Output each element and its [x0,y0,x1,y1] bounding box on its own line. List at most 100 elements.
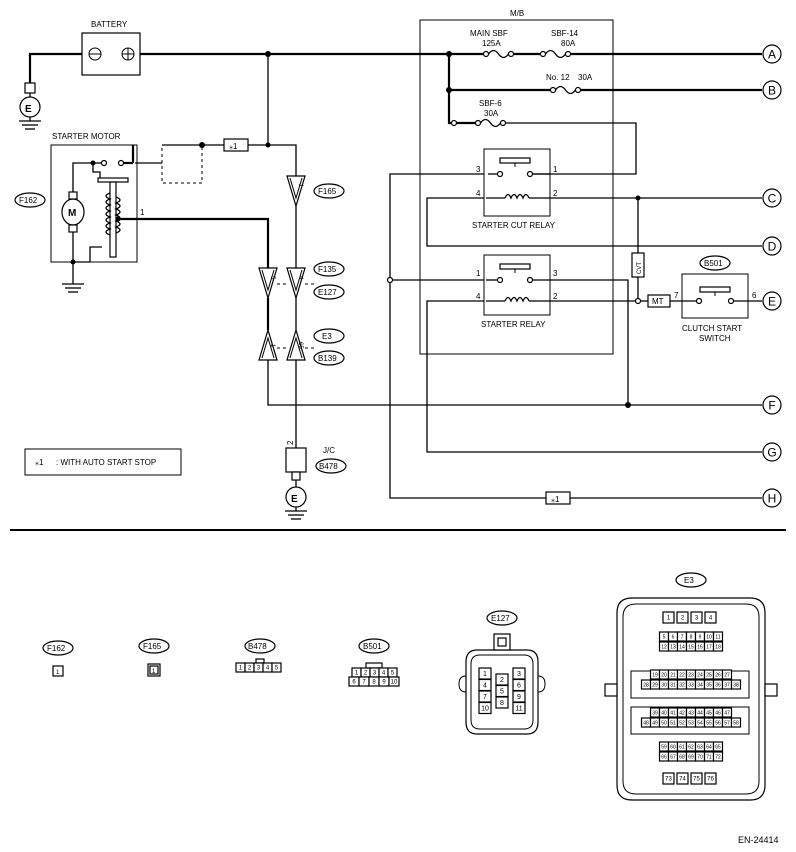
svg-text:G: G [767,446,776,460]
connector-pin-cell: 41 [667,707,679,718]
auto-stop-option-box [161,144,203,184]
connector-pin-cell: 8 [495,696,509,709]
ground-e-label: E [25,104,32,115]
svg-text:6: 6 [352,680,356,686]
ground-e-jc: E [285,486,307,520]
connector-pin-cell: 27 [721,669,733,680]
svg-text:59: 59 [661,744,667,750]
note-mark-top: ⁎1 [229,142,238,151]
svg-text:50: 50 [661,720,667,726]
svg-text:19: 19 [652,672,658,678]
connector-pin-cell: 8 [685,631,697,642]
svg-text:5: 5 [269,276,275,280]
connector-pin-cell: 19 [649,669,661,680]
svg-text:6: 6 [672,634,675,640]
connector-pin-cell: 4 [378,667,389,678]
svg-text:33: 33 [688,682,694,688]
terminal-b: B [762,80,782,100]
svg-text:32: 32 [679,682,685,688]
no12-amp: 30A [578,73,593,82]
sbf14-amp: 80A [561,39,576,48]
connector-pin-cell: 64 [703,741,715,752]
terminal-f: F [762,395,782,415]
connector-pin-cell: 29 [649,679,661,690]
note-mark-h: ⁎1 [551,495,560,504]
connector-pin-cell: 6 [512,678,526,692]
svg-text:F165: F165 [143,642,162,651]
svg-text:13: 13 [670,644,676,650]
connector-pin-cell: 5 [495,684,509,698]
connector-pin-cell: 25 [703,669,715,680]
svg-text:65: 65 [297,342,303,349]
svg-text:75: 75 [693,777,700,783]
svg-text:55: 55 [706,720,712,726]
svg-text:12: 12 [661,644,667,650]
svg-text:67: 67 [670,754,676,760]
svg-text:71: 71 [706,754,712,760]
svg-text:47: 47 [724,710,730,716]
connector-pin-cell: 37 [721,679,733,690]
svg-text:24: 24 [697,672,703,678]
svg-text:17: 17 [706,644,712,650]
connector-pin-cell: 3 [369,667,380,678]
sbf6-label: SBF-6 [479,99,502,108]
connector-pin-cell: 9 [512,690,526,703]
connector-pin-cell: 75 [690,772,703,785]
connector-pin-cell: 3 [512,667,526,680]
connector-pin-cell: 7 [676,631,688,642]
clutch-pin-6: 6 [752,291,757,300]
svg-text:3: 3 [373,671,377,677]
scr-pin-3: 3 [476,165,481,174]
doc-code: EN-24414 [738,835,779,845]
terminal-a: A [762,44,782,64]
connector-pin-cell: 1 [235,662,246,673]
connector-pin-cell: 76 [704,772,717,785]
svg-text:63: 63 [697,744,703,750]
clutch-start-switch [681,273,762,319]
connector-pin-cell: 10 [388,676,400,687]
main-sbf-amp: 125A [482,39,501,48]
connector-pin-cell: 54 [694,717,706,728]
connector-f135-callout: F135 [313,261,345,277]
svg-text:7: 7 [362,680,366,686]
svg-text:70: 70 [697,754,703,760]
svg-text:E: E [768,295,776,309]
connector-pin-cell: 23 [685,669,697,680]
connector-pin-cell: 30 [658,679,670,690]
scr-pin-4: 4 [476,189,481,198]
jc-block [285,447,307,473]
svg-text:2: 2 [364,671,368,677]
motor-pin-1: 1 [140,208,145,217]
connector-pin-cell: 22 [676,669,688,680]
svg-text:10: 10 [706,634,712,640]
connector-pin-cell: 17 [703,641,715,652]
connector-pin-cell: 14 [676,641,688,652]
svg-text:73: 73 [665,777,672,783]
connector-pin-cell: 46 [712,707,724,718]
clutch-pin-7: 7 [674,291,679,300]
svg-text:62: 62 [688,744,694,750]
connector-pin-cell: 4 [262,662,273,673]
connector-pin-cell: 1 [351,667,362,678]
connector-pin-cell: 6 [348,676,360,687]
connector-f162-callout: F162 [14,192,46,208]
svg-text:72: 72 [715,754,721,760]
svg-text:7: 7 [681,634,684,640]
svg-text:F162: F162 [47,644,66,653]
connector-pin-cell: 8 [368,676,380,687]
connector-pin-cell: 45 [703,707,715,718]
connector-pin-cell: 66 [658,751,670,762]
connector-pin-cell: 31 [667,679,679,690]
svg-text:38: 38 [733,682,739,688]
svg-text:25: 25 [706,672,712,678]
sbf14-fuse [539,49,572,59]
connector-pin-cell: 21 [667,669,679,680]
svg-text:5: 5 [391,671,395,677]
connector-pin-cell: 60 [667,741,679,752]
connector-pin-cell: 12 [658,641,670,652]
svg-text:8: 8 [372,680,376,686]
terminal-c: C [762,188,782,208]
connector-pin-cell: 47 [721,707,733,718]
svg-text:9: 9 [517,694,521,701]
